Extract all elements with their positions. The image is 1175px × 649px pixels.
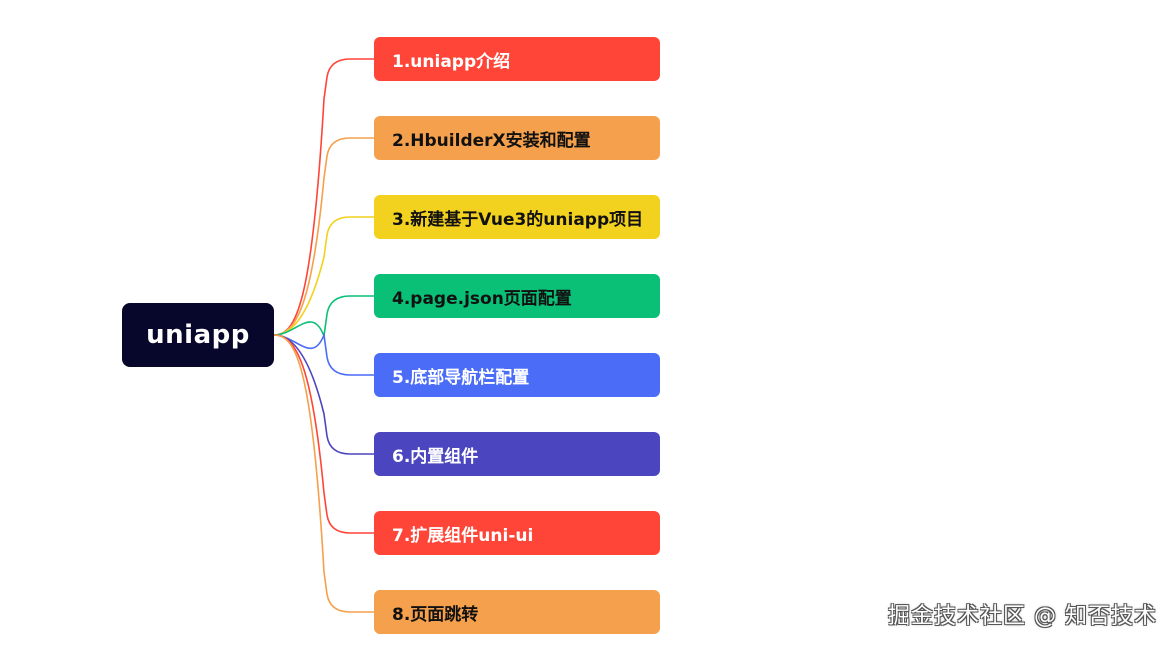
branch-node-label: 7.扩展组件uni-ui xyxy=(392,525,534,546)
branch-node-label: 8.页面跳转 xyxy=(392,604,479,625)
root-node-label: uniapp xyxy=(146,320,250,350)
branch-node-label: 2.HbuilderX安装和配置 xyxy=(392,130,591,151)
connector-line xyxy=(273,334,374,534)
branch-node-uniapp-intro[interactable]: 1.uniapp介绍 xyxy=(374,37,660,81)
branch-node-tabbar-config[interactable]: 5.底部导航栏配置 xyxy=(374,353,660,397)
branch-node-label: 5.底部导航栏配置 xyxy=(392,367,530,388)
branch-node-label: 3.新建基于Vue3的uniapp项目 xyxy=(392,209,644,230)
branch-node-label: 1.uniapp介绍 xyxy=(392,51,511,72)
watermark: 掘金技术社区 @ 知否技术 xyxy=(888,604,1157,629)
branch-node-page-json-config[interactable]: 4.page.json页面配置 xyxy=(374,274,660,318)
branch-node-label: 4.page.json页面配置 xyxy=(392,288,572,309)
connector-line xyxy=(273,334,374,613)
connector-line xyxy=(273,137,374,336)
connector-line xyxy=(273,331,374,376)
connector-line xyxy=(273,216,374,336)
root-node[interactable]: uniapp xyxy=(122,303,274,367)
connector-line xyxy=(273,334,374,455)
branch-node-hbuilderx-setup[interactable]: 2.HbuilderX安装和配置 xyxy=(374,116,660,160)
branch-node-label: 6.内置组件 xyxy=(392,446,479,467)
connector-line xyxy=(273,295,374,340)
branch-node-new-vue3-project[interactable]: 3.新建基于Vue3的uniapp项目 xyxy=(374,195,660,239)
connector-line xyxy=(273,58,374,336)
branch-node-builtin-components[interactable]: 6.内置组件 xyxy=(374,432,660,476)
branch-node-page-navigation[interactable]: 8.页面跳转 xyxy=(374,590,660,634)
branch-node-uni-ui-components[interactable]: 7.扩展组件uni-ui xyxy=(374,511,660,555)
